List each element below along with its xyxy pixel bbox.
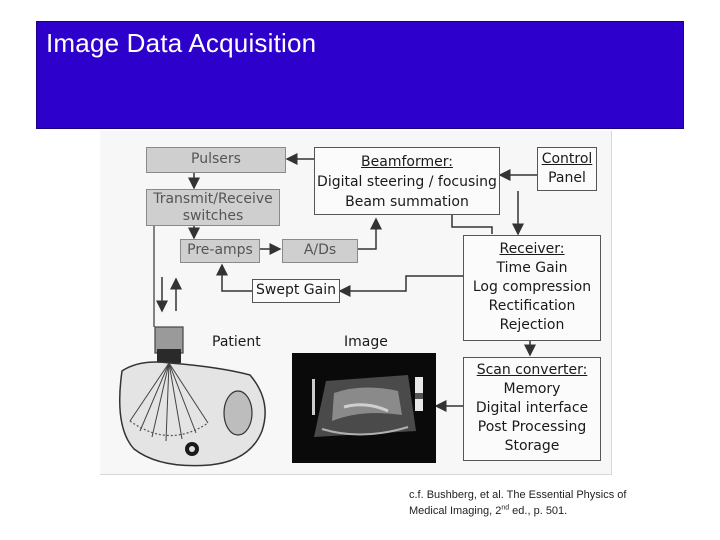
preamps-box: Pre-amps bbox=[180, 239, 260, 263]
receiver-line-3: Rectification bbox=[464, 297, 600, 316]
image-label: Image bbox=[344, 334, 388, 350]
slide-title: Image Data Acquisition bbox=[46, 28, 316, 59]
organ-icon bbox=[224, 391, 252, 435]
preamps-label: Pre-amps bbox=[181, 240, 259, 261]
citation-superscript: nd bbox=[501, 504, 509, 511]
swept-gain-box: Swept Gain bbox=[252, 279, 340, 303]
transmit-receive-switches-box: Transmit/Receive switches bbox=[146, 189, 280, 226]
citation-line-2-pre: Medical Imaging, 2 bbox=[409, 505, 501, 517]
arrow-sweptgain-to-preamps bbox=[222, 265, 252, 291]
receiver-line-1: Time Gain bbox=[464, 259, 600, 278]
panel-label: Panel bbox=[538, 169, 596, 188]
ultrasound-image bbox=[292, 353, 436, 463]
beamformer-line-1: Digital steering / focusing bbox=[315, 172, 499, 192]
citation-line-1: c.f. Bushberg, et al. The Essential Phys… bbox=[409, 487, 689, 503]
ultrasound-block-diagram: Pulsers Transmit/Receive switches Pre-am… bbox=[100, 131, 612, 475]
switches-label: switches bbox=[147, 208, 279, 225]
arrow-receiver-to-sweptgain bbox=[340, 276, 463, 291]
ads-label: A/Ds bbox=[283, 240, 357, 261]
scan-converter-line-3: Post Processing bbox=[464, 418, 600, 437]
beamformer-heading: Beamformer: bbox=[315, 152, 499, 172]
swept-gain-label: Swept Gain bbox=[253, 280, 339, 301]
scan-converter-box: Scan converter: Memory Digital interface… bbox=[463, 357, 601, 461]
patient-label: Patient bbox=[212, 334, 261, 350]
receiver-heading: Receiver: bbox=[464, 240, 600, 259]
transducer-face-icon bbox=[157, 349, 181, 363]
beamformer-line-2: Beam summation bbox=[315, 192, 499, 212]
citation-line-2-post: ed., p. 501. bbox=[509, 505, 567, 517]
scan-converter-line-2: Digital interface bbox=[464, 399, 600, 418]
receiver-box: Receiver: Time Gain Log compression Rect… bbox=[463, 235, 601, 341]
scan-converter-line-4: Storage bbox=[464, 437, 600, 456]
title-bar: Image Data Acquisition bbox=[36, 21, 684, 129]
scan-converter-heading: Scan converter: bbox=[464, 361, 600, 380]
control-panel-box: Control Panel bbox=[537, 147, 597, 191]
pulsers-label: Pulsers bbox=[147, 148, 285, 171]
pulsers-box: Pulsers bbox=[146, 147, 286, 173]
receiver-line-2: Log compression bbox=[464, 278, 600, 297]
citation-line-2: Medical Imaging, 2nd ed., p. 501. bbox=[409, 503, 689, 519]
scan-converter-line-1: Memory bbox=[464, 380, 600, 399]
beamformer-box: Beamformer: Digital steering / focusing … bbox=[314, 147, 500, 215]
transmit-receive-label: Transmit/Receive bbox=[147, 191, 279, 208]
receiver-line-4: Rejection bbox=[464, 316, 600, 335]
citation: c.f. Bushberg, et al. The Essential Phys… bbox=[409, 487, 689, 519]
arrow-ads-to-beamformer bbox=[358, 219, 376, 249]
ads-box: A/Ds bbox=[282, 239, 358, 263]
control-label: Control bbox=[538, 150, 596, 169]
line-beamformer-to-receiver bbox=[452, 215, 492, 234]
